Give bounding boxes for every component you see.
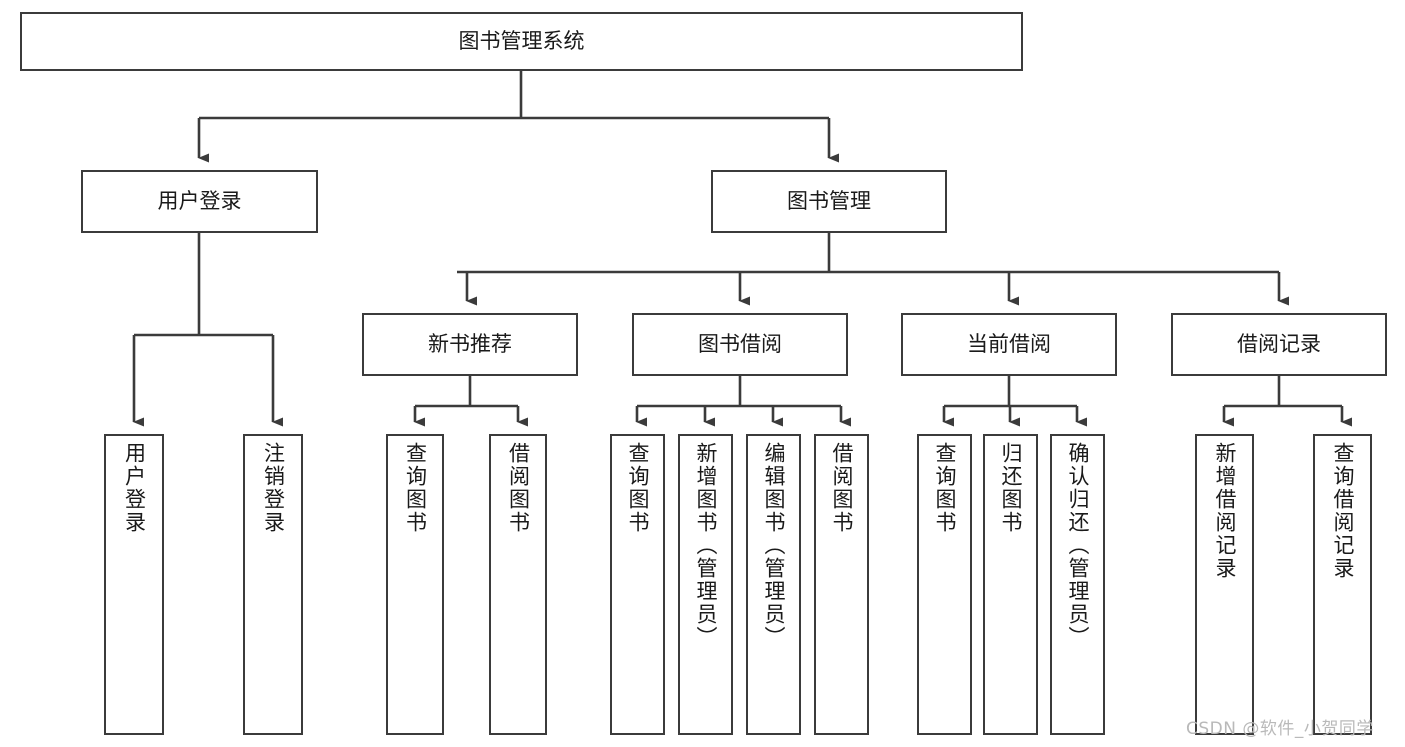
leaf-logout[interactable]: 注销登录	[243, 434, 303, 735]
node-label: 借阅记录	[1237, 331, 1321, 356]
node-root-book-management-system[interactable]: 图书管理系统	[20, 12, 1023, 71]
leaf-borrow-book-borrow[interactable]: 借阅图书	[814, 434, 869, 735]
node-label: 查询图书	[403, 442, 428, 534]
leaf-add-book-admin[interactable]: 新增图书（管理员）	[678, 434, 733, 735]
node-label: 确认归还（管理员）	[1066, 442, 1090, 649]
node-borrow-record[interactable]: 借阅记录	[1171, 313, 1387, 376]
node-new-book-recommend[interactable]: 新书推荐	[362, 313, 578, 376]
node-label: 查询借阅记录	[1331, 442, 1355, 580]
leaf-edit-book-admin[interactable]: 编辑图书（管理员）	[746, 434, 801, 735]
node-label: 用户登录	[157, 188, 242, 213]
node-label: 借阅图书	[506, 442, 531, 534]
node-current-borrow[interactable]: 当前借阅	[901, 313, 1117, 376]
node-label: 用户登录	[122, 442, 147, 534]
leaf-query-borrow-record[interactable]: 查询借阅记录	[1313, 434, 1372, 735]
node-label: 注销登录	[261, 442, 286, 534]
node-label: 查询图书	[626, 442, 650, 534]
node-label: 查询图书	[933, 442, 957, 534]
leaf-borrow-book-recommend[interactable]: 借阅图书	[489, 434, 547, 735]
leaf-user-login[interactable]: 用户登录	[104, 434, 164, 735]
leaf-add-borrow-record[interactable]: 新增借阅记录	[1195, 434, 1254, 735]
node-label: 图书管理系统	[458, 28, 585, 53]
node-label: 归还图书	[999, 442, 1023, 534]
node-label: 新增图书（管理员）	[694, 442, 718, 649]
leaf-query-book-borrow[interactable]: 查询图书	[610, 434, 665, 735]
node-label: 借阅图书	[830, 442, 854, 534]
node-book-management[interactable]: 图书管理	[711, 170, 947, 233]
leaf-return-book[interactable]: 归还图书	[983, 434, 1038, 735]
node-label: 编辑图书（管理员）	[762, 442, 786, 649]
node-label: 图书借阅	[698, 331, 782, 356]
leaf-confirm-return-admin[interactable]: 确认归还（管理员）	[1050, 434, 1105, 735]
node-label: 新书推荐	[428, 331, 512, 356]
leaf-query-book-current[interactable]: 查询图书	[917, 434, 972, 735]
node-label: 当前借阅	[967, 331, 1051, 356]
node-label: 新增借阅记录	[1213, 442, 1237, 580]
node-label: 图书管理	[787, 188, 871, 213]
csdn-watermark: CSDN @软件_小贺同学	[1186, 719, 1374, 739]
node-book-borrow[interactable]: 图书借阅	[632, 313, 848, 376]
leaf-query-book-recommend[interactable]: 查询图书	[386, 434, 444, 735]
node-user-login[interactable]: 用户登录	[81, 170, 318, 233]
